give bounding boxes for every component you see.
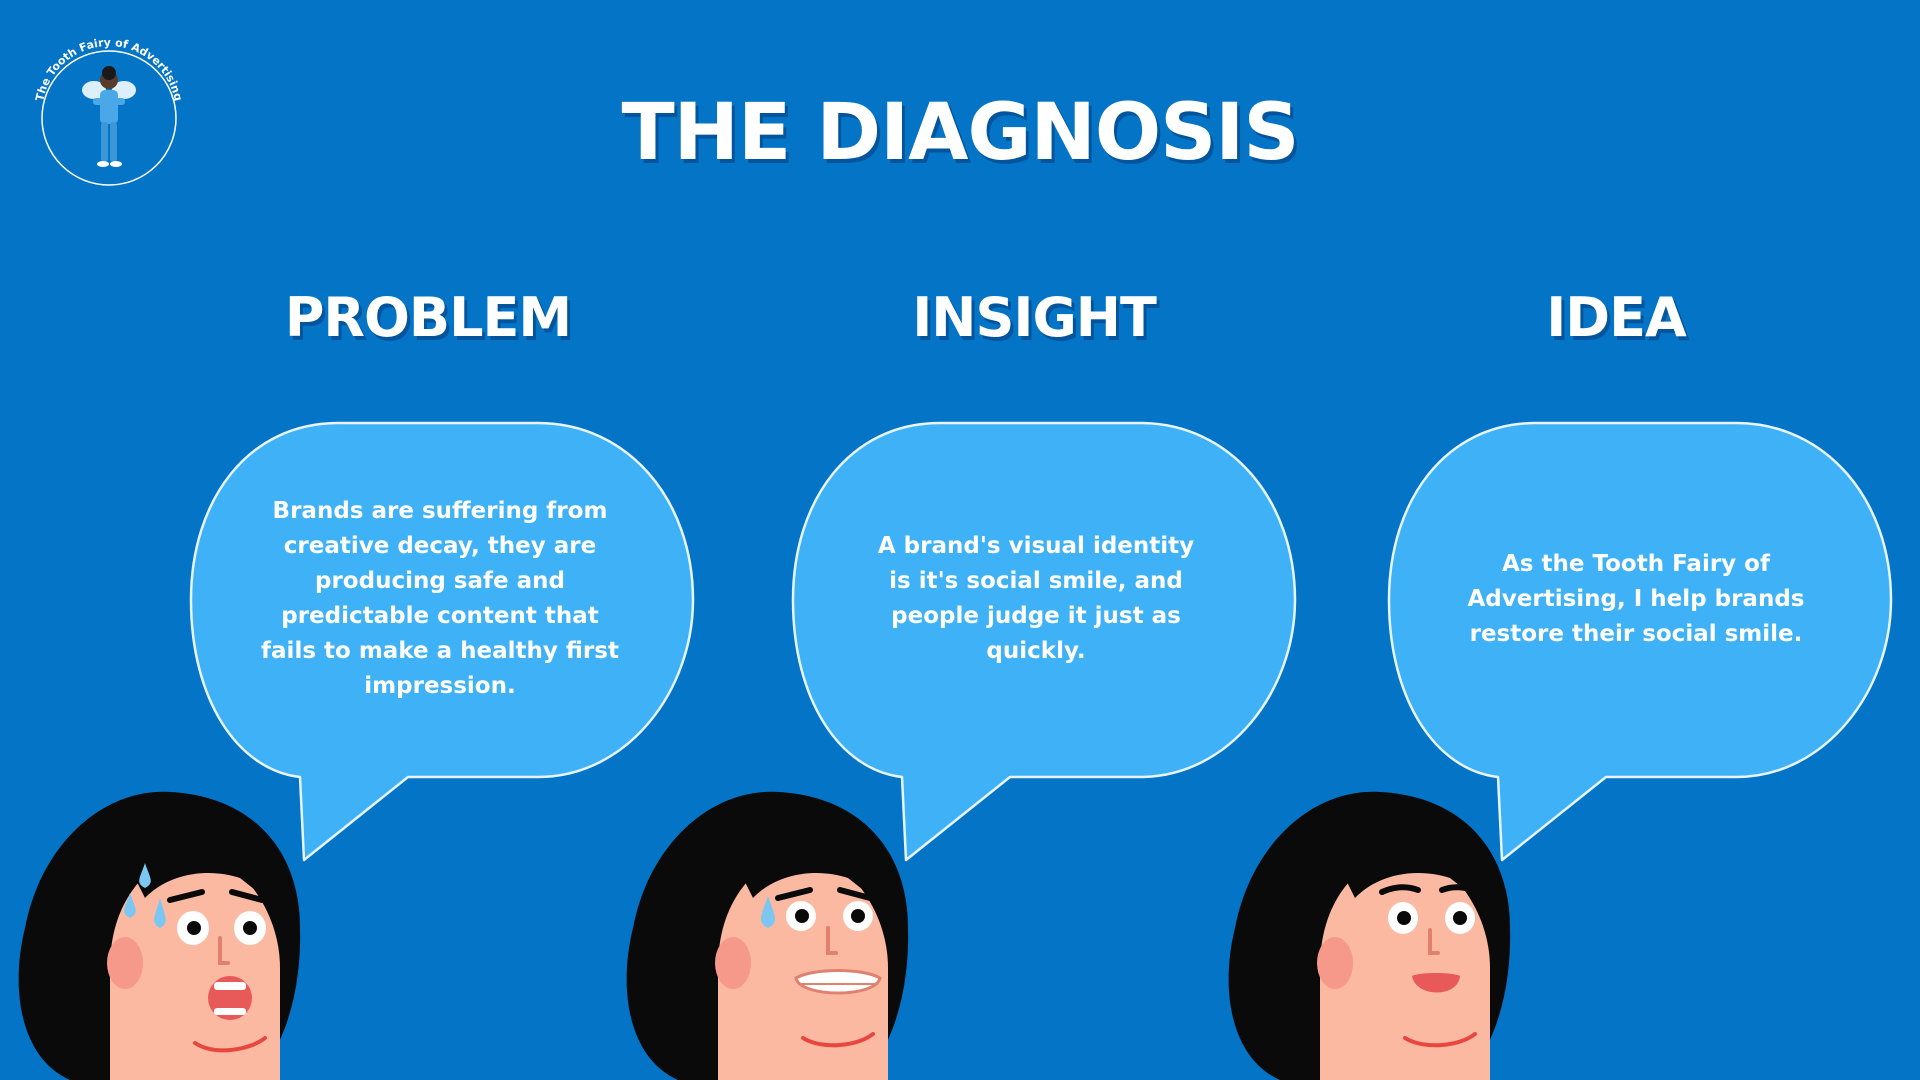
- tooth-fairy-logo: The Tooth Fairy of Advertising: [33, 36, 185, 186]
- speech-bubble-problem: [189, 421, 695, 862]
- nervous-face-illustration: [626, 791, 909, 1080]
- happy-face-illustration: [1228, 791, 1511, 1080]
- scared-face-illustration: [18, 791, 301, 1080]
- speech-bubble-insight: [791, 421, 1297, 862]
- bubble-text-problem: Brands are suffering from creative decay…: [261, 498, 619, 699]
- speech-bubble-idea: [1387, 421, 1893, 862]
- bubble-text-insight: A brand's visual identity is it's social…: [877, 533, 1195, 664]
- heading-insight: INSIGHT: [912, 286, 1157, 349]
- page-title: THE DIAGNOSIS: [621, 88, 1299, 178]
- heading-problem: PROBLEM: [284, 286, 572, 349]
- heading-idea: IDEA: [1546, 286, 1687, 349]
- bubble-text-idea: As the Tooth Fairy of Advertising, I hel…: [1467, 550, 1805, 647]
